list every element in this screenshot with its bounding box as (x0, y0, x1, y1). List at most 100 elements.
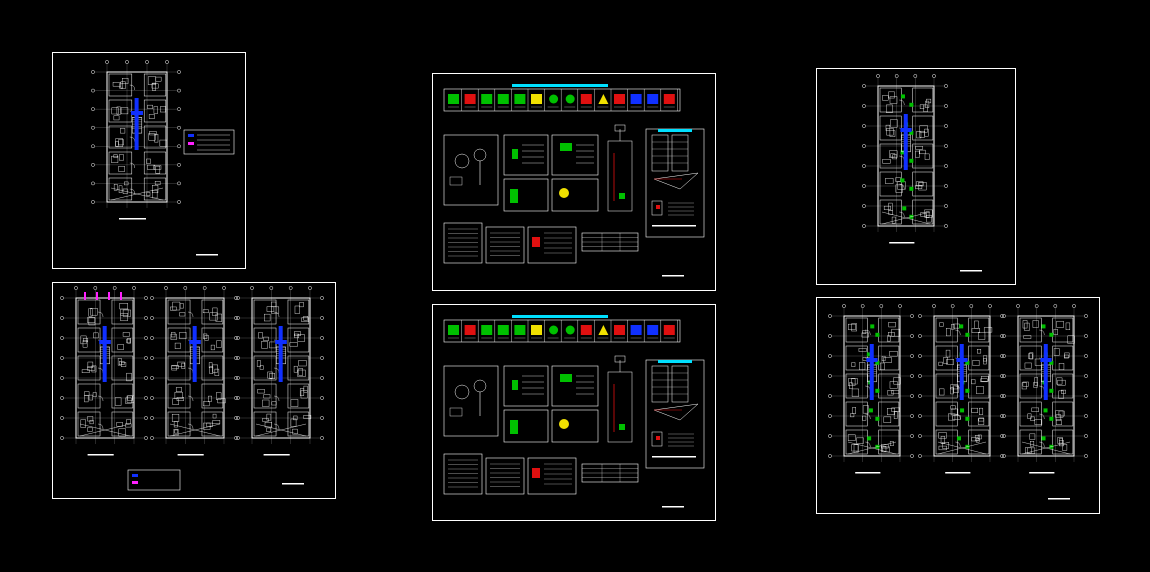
grid-bubble (269, 286, 274, 290)
furniture (119, 361, 125, 365)
furniture (262, 399, 270, 407)
furniture (299, 302, 304, 308)
furniture (171, 332, 176, 338)
safety-sign-icon (630, 325, 642, 335)
furniture (950, 384, 959, 390)
safety-sign-marker (965, 388, 970, 393)
grid-bubble (918, 374, 922, 378)
furniture (202, 401, 210, 407)
detail-panel (443, 365, 499, 437)
grid-bubble (910, 314, 914, 318)
furniture (939, 388, 945, 396)
grid-bubble (918, 394, 922, 398)
sign-red-marker (532, 237, 540, 247)
grid-bubble (828, 314, 832, 318)
furniture (126, 338, 131, 344)
furniture (271, 306, 280, 314)
safety-sign-marker (1049, 416, 1054, 421)
furniture (889, 441, 894, 446)
room-outline (935, 429, 958, 455)
furniture (1029, 352, 1034, 360)
furniture (889, 96, 898, 104)
grid-bubble (944, 164, 948, 168)
room-outline (912, 143, 934, 169)
grid-bubble (234, 336, 238, 340)
safety-sign-icon (481, 94, 493, 104)
furniture (212, 420, 221, 425)
grid-bubble (236, 336, 240, 340)
plan-outer-wall (75, 297, 135, 439)
room-outline (879, 143, 902, 169)
furniture (257, 389, 265, 394)
room-outline (253, 383, 277, 409)
grid-bubble (918, 454, 922, 458)
furniture (269, 341, 277, 349)
furniture (301, 317, 309, 322)
grid-bubble (222, 286, 226, 290)
furniture (915, 146, 923, 150)
grid-bubble (320, 316, 324, 320)
sheet-signage-details-2[interactable] (432, 304, 716, 521)
grid-bubble (1000, 314, 1004, 318)
room-outline (167, 383, 191, 409)
grid-bubble (177, 200, 181, 204)
room-outline (845, 317, 868, 343)
furniture (895, 177, 901, 182)
safety-sign-detail (512, 380, 518, 390)
furniture (1059, 440, 1064, 447)
furniture (1022, 381, 1029, 387)
grid-bubble (879, 304, 884, 308)
room-outline (968, 373, 990, 399)
safety-sign-icon (531, 325, 542, 335)
warning-sign-icon (598, 325, 609, 335)
furniture (153, 106, 158, 114)
sheet-signage-details-1[interactable] (432, 73, 716, 291)
furniture (116, 106, 121, 115)
grid-bubble (944, 84, 948, 88)
safety-sign-icon (448, 325, 459, 335)
plan-caption (945, 472, 971, 474)
safety-sign-marker (902, 206, 907, 211)
furniture (170, 306, 177, 311)
grid-bubble (183, 286, 188, 290)
room-outline (879, 199, 902, 225)
furniture (859, 362, 866, 370)
furniture (271, 301, 277, 307)
notes-panel (443, 453, 483, 495)
sheet-floor-plans-4[interactable] (816, 297, 1100, 514)
furniture (862, 405, 869, 414)
extinguisher-detail-icon (454, 153, 470, 169)
furniture (1034, 419, 1043, 425)
furniture (297, 369, 306, 377)
furniture (1057, 379, 1066, 386)
extinguisher-detail-icon (473, 379, 487, 393)
furniture (122, 188, 128, 194)
room-outline (935, 401, 958, 427)
furniture (923, 104, 928, 112)
furniture (293, 365, 298, 373)
furniture (179, 303, 184, 309)
grid-bubble (112, 286, 117, 290)
furniture (1056, 320, 1064, 328)
furniture (925, 211, 930, 218)
grid-bubble (288, 286, 293, 290)
door-swing (129, 136, 135, 143)
furniture (1033, 382, 1038, 388)
grid-bubble (944, 204, 948, 208)
sheet-floor-plans-2[interactable] (52, 282, 336, 499)
safety-sign-marker (875, 360, 880, 365)
sheet-floor-plan-3[interactable] (816, 68, 1016, 285)
room-outline (143, 73, 167, 97)
alarm-sign-detail (559, 419, 569, 429)
evacuation-route (134, 98, 139, 150)
furniture (983, 358, 987, 365)
grid-bubble (1084, 354, 1088, 358)
magenta-marker (120, 292, 122, 300)
furniture (120, 128, 126, 134)
grid-bubble (862, 164, 866, 168)
furniture (890, 119, 898, 128)
grid-bubble (828, 454, 832, 458)
room-outline (111, 327, 134, 353)
grid-bubble (1000, 374, 1004, 378)
sheet-floor-plan-1[interactable] (52, 52, 246, 269)
